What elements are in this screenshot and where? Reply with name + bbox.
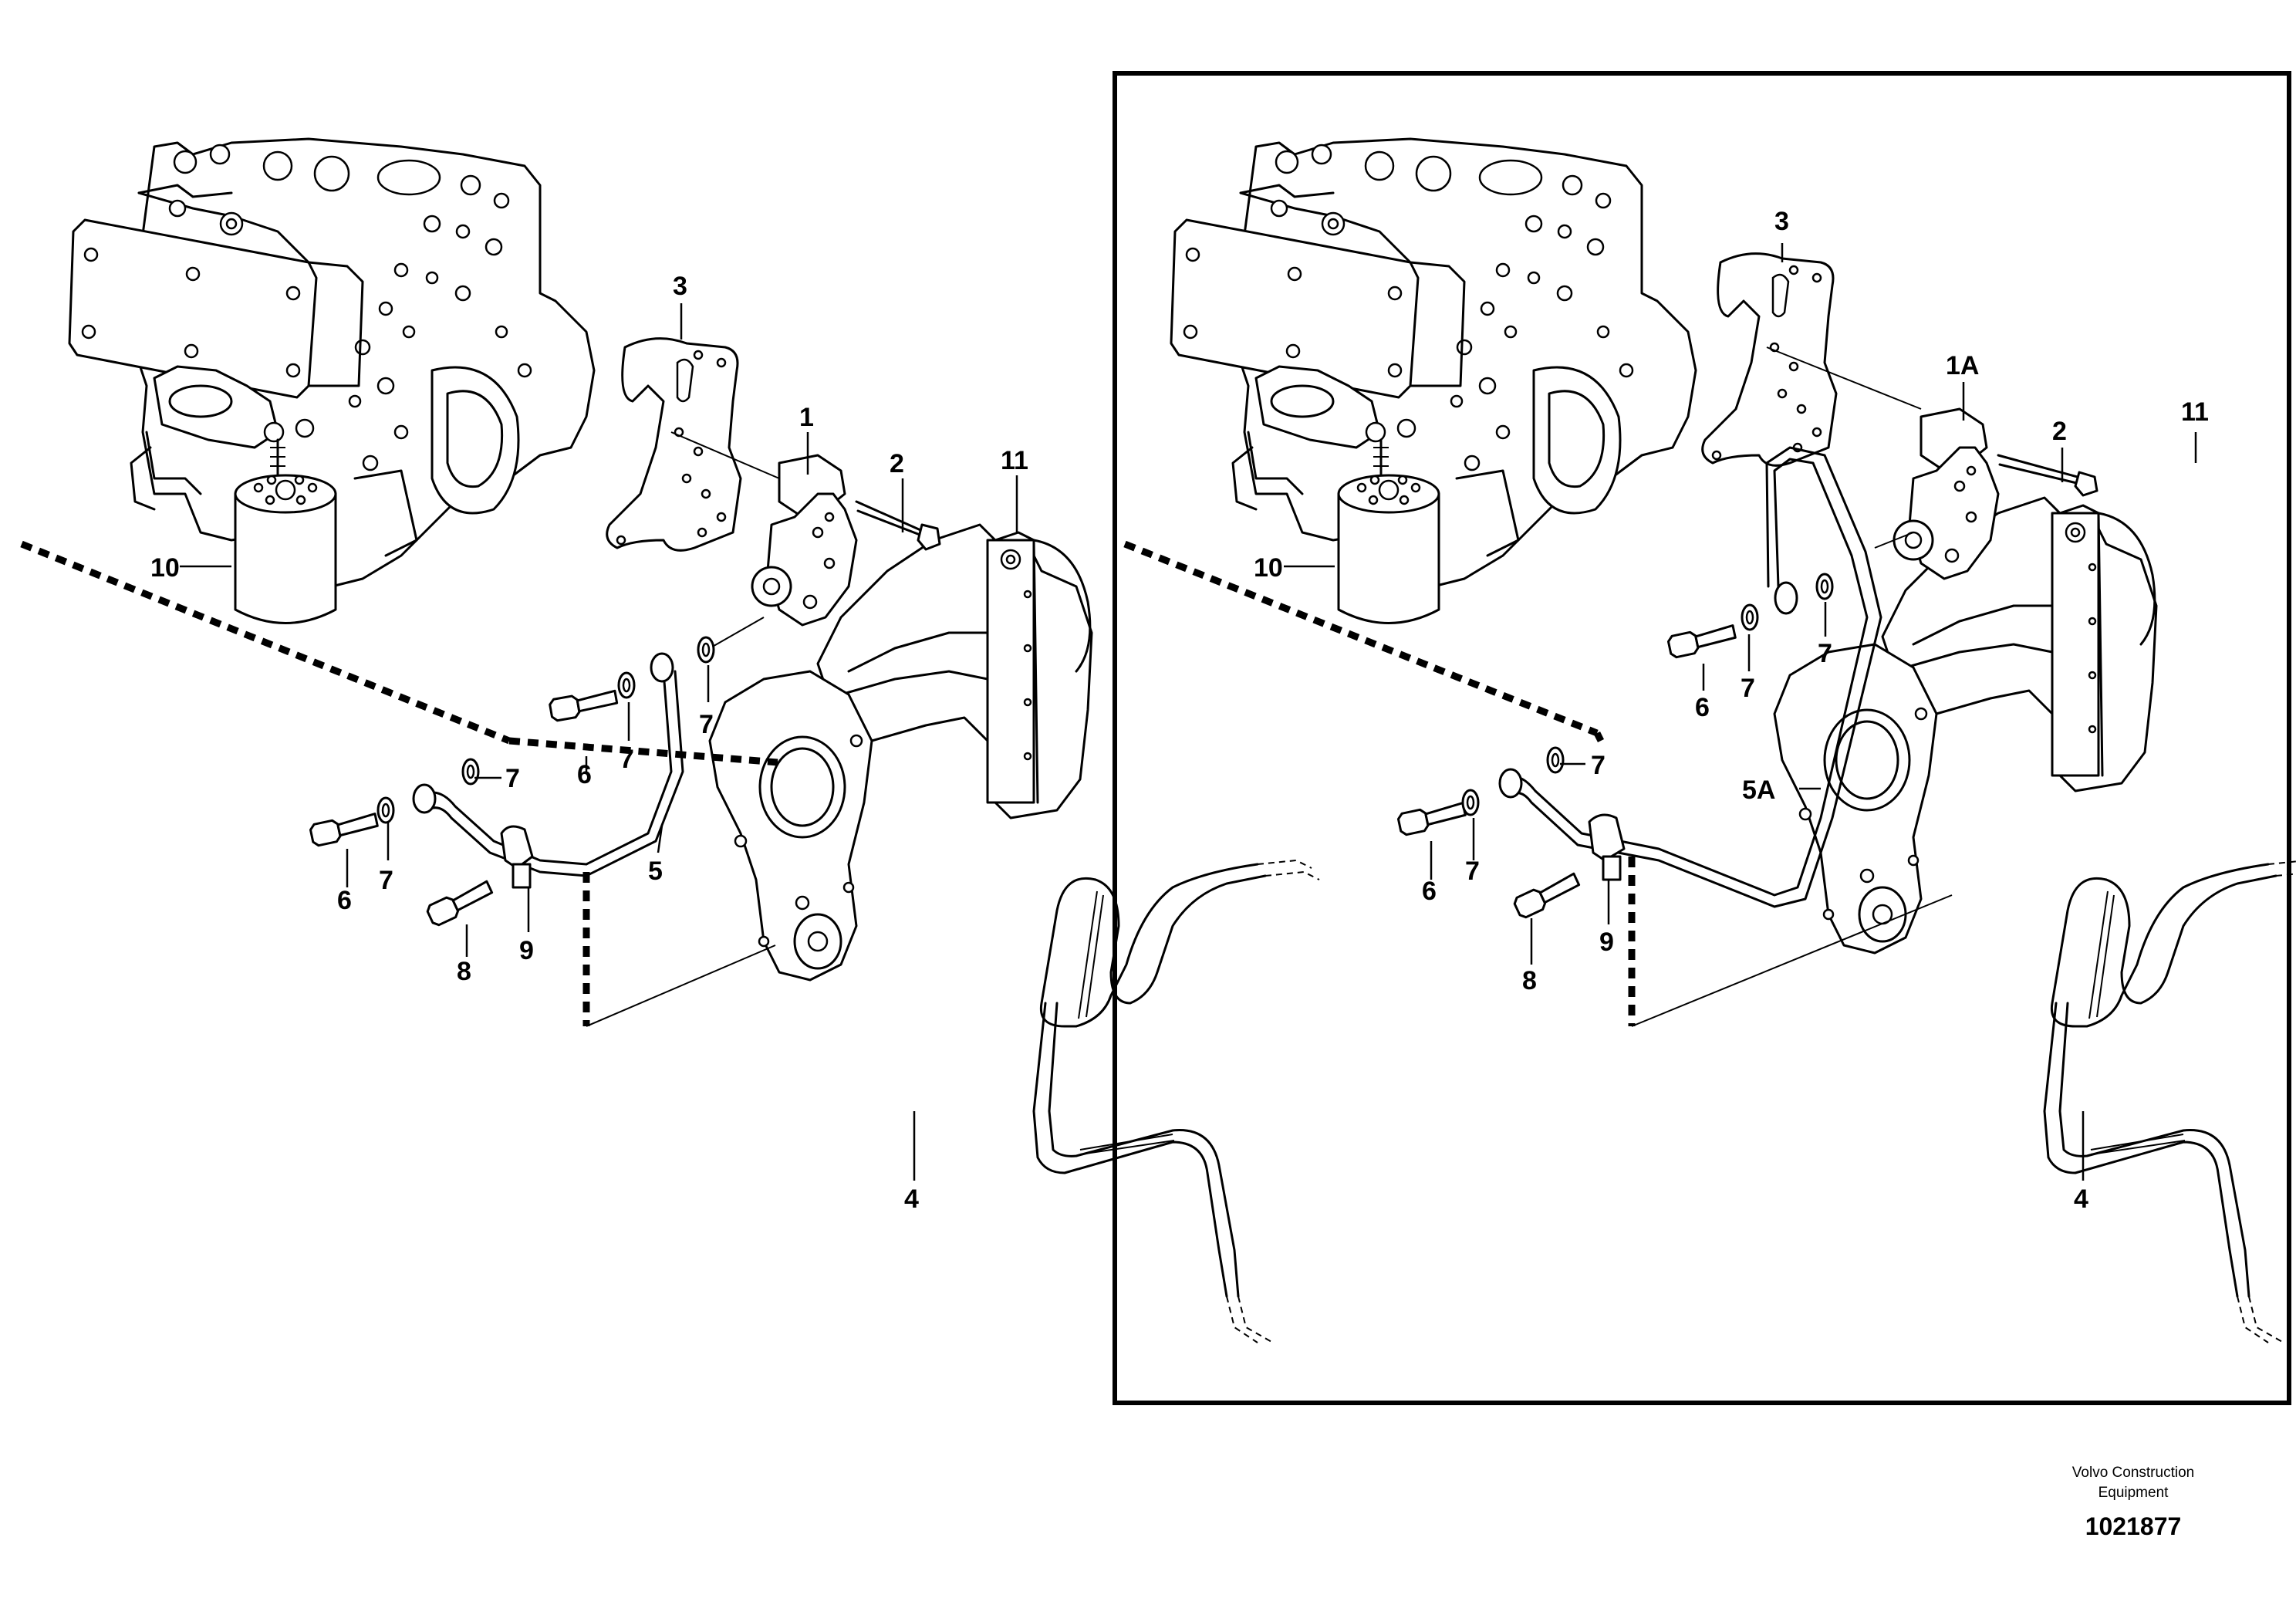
callout-7: 7 <box>699 710 714 739</box>
callout-8: 8 <box>457 957 471 986</box>
callout-7: 7 <box>1818 639 1832 668</box>
tensioner-left <box>751 454 858 627</box>
bracket-left <box>606 337 742 552</box>
drive-belt-left <box>1032 859 1321 1344</box>
callout-11: 11 <box>1001 446 1028 475</box>
drawing-number: 1021877 <box>2085 1512 2182 1540</box>
callout-1A: 1A <box>1946 351 1979 380</box>
callout-6: 6 <box>1695 693 1710 722</box>
callout-6: 6 <box>577 760 592 789</box>
callout-5A: 5A <box>1742 776 1775 805</box>
callout-9: 9 <box>519 936 534 965</box>
callout-6: 6 <box>1422 877 1437 906</box>
callout-7: 7 <box>505 764 520 793</box>
variant-frame <box>1113 71 2291 1405</box>
tensioner-bolt-left <box>855 500 927 539</box>
callout-1: 1 <box>799 403 814 432</box>
company-name-line1: Volvo Construction <box>2071 1465 2195 1481</box>
callout-7: 7 <box>1591 751 1606 780</box>
callout-7: 7 <box>379 866 393 895</box>
drive-belt-right <box>2043 859 2296 1344</box>
callout-6: 6 <box>337 886 352 915</box>
callout-7: 7 <box>1465 857 1480 886</box>
callout-3: 3 <box>1774 207 1789 236</box>
callout-10: 10 <box>1254 553 1283 583</box>
callout-7: 7 <box>1741 674 1755 703</box>
callout-8: 8 <box>1522 966 1537 995</box>
bracket-right <box>1701 252 1838 467</box>
callout-10: 10 <box>150 553 180 583</box>
company-name-line2: Equipment <box>2098 1485 2169 1501</box>
callout-5: 5 <box>648 857 663 886</box>
callout-2: 2 <box>2052 417 2067 446</box>
callout-9: 9 <box>1599 928 1614 957</box>
callout-2: 2 <box>890 449 904 478</box>
callout-4: 4 <box>2074 1184 2088 1214</box>
callout-11: 11 <box>2181 397 2209 427</box>
callout-7: 7 <box>620 745 634 774</box>
left-view: 1 2 3 4 5 6 6 7 7 7 7 8 9 10 11 <box>20 137 1321 1344</box>
right-view: 1A 2 3 4 5A 6 6 7 7 7 7 8 9 10 11 <box>1123 137 2296 1344</box>
callout-4: 4 <box>904 1184 919 1214</box>
callout-3: 3 <box>673 272 687 301</box>
